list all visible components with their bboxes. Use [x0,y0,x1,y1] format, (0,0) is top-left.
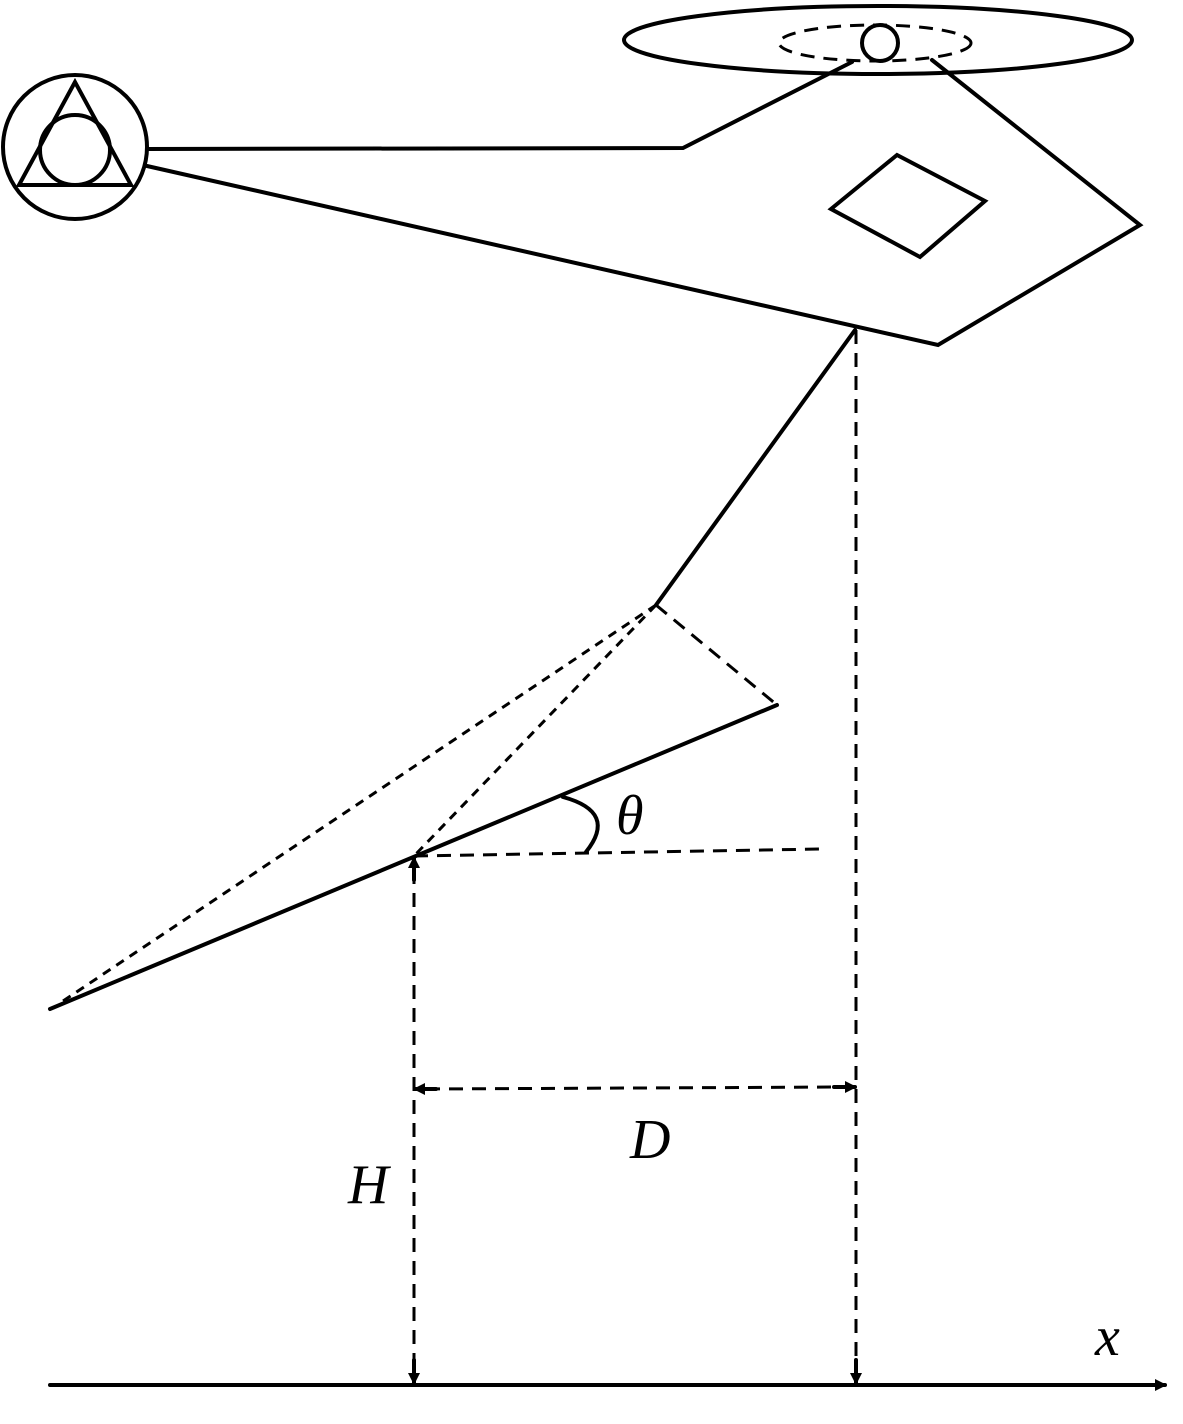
cockpit-window [827,152,989,260]
rotor-hub [860,23,900,63]
x-axis-label: x [1094,1306,1120,1368]
rotor-disc [622,4,1134,76]
bridle-front [655,603,778,707]
tow-cable [654,328,857,607]
height-label: H [347,1154,391,1216]
distance-dimension-line [425,1085,845,1091]
bridle-mid [412,603,658,858]
bridle-lines [59,603,778,1005]
tail-rotor-hub [38,113,112,187]
theta-label: θ [616,785,644,847]
main-rotor [622,4,1134,76]
tail-rotor-triangle [15,77,135,187]
rotor-hub-ring [777,23,973,63]
tail-rotor [1,73,149,221]
bridle-rear [59,603,657,1005]
distance-label: D [629,1109,670,1171]
theta-angle-arc [561,795,600,854]
fuselage [145,58,1144,348]
tail-rotor-disc [1,73,149,221]
fuselage-outline [145,58,1144,348]
horizontal-reference-line [413,847,823,858]
